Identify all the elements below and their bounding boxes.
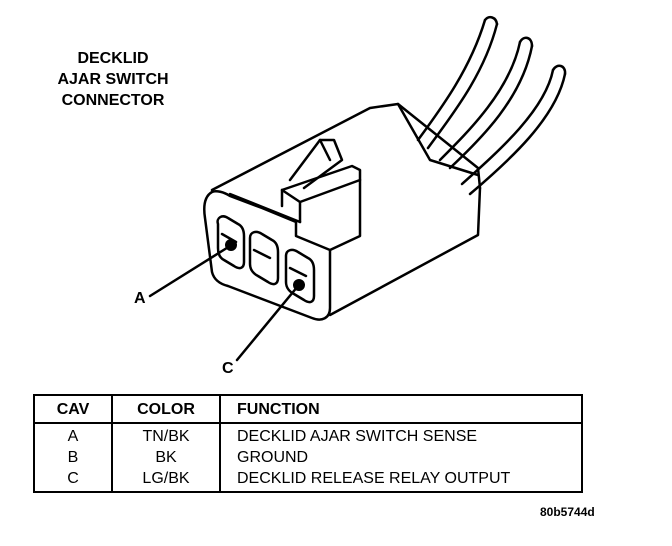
header-function: FUNCTION [219, 394, 583, 424]
wire-2 [438, 36, 534, 170]
header-color: COLOR [111, 394, 221, 424]
connector-body [203, 102, 482, 321]
cell-color: BK [111, 447, 221, 468]
title-line-3: CONNECTOR [61, 92, 165, 109]
cell-color: TN/BK [111, 423, 221, 447]
cell-cav: B [33, 447, 113, 468]
title-line-2: AJAR SWITCH [57, 71, 169, 88]
table-row: B BK GROUND [33, 447, 583, 468]
cell-cav: C [33, 468, 113, 493]
cell-function: GROUND [219, 447, 583, 468]
diagram-title: DECKLID AJAR SWITCH CONNECTOR [28, 48, 198, 111]
table-header-row: CAV COLOR FUNCTION [33, 394, 583, 424]
reference-number: 80b5744d [540, 505, 595, 519]
table-row: C LG/BK DECKLID RELEASE RELAY OUTPUT [33, 468, 583, 493]
cavity-b [248, 230, 280, 286]
cell-cav: A [33, 423, 113, 447]
pin-dot-a [225, 239, 237, 251]
pin-dot-c [293, 279, 305, 291]
callout-label-a: A [134, 290, 146, 307]
pinout-table-container: CAV COLOR FUNCTION A TN/BK DECKLID AJAR … [33, 394, 583, 493]
leader-line-c [235, 284, 300, 362]
cell-function: DECKLID RELEASE RELAY OUTPUT [219, 468, 583, 493]
cavity-c [284, 248, 316, 304]
leader-line-a [148, 244, 232, 298]
table-row: A TN/BK DECKLID AJAR SWITCH SENSE [33, 423, 583, 447]
title-line-1: DECKLID [77, 50, 149, 67]
cell-function: DECKLID AJAR SWITCH SENSE [219, 423, 583, 447]
pinout-table: CAV COLOR FUNCTION A TN/BK DECKLID AJAR … [33, 394, 583, 493]
header-cav: CAV [33, 394, 113, 424]
wire-3 [460, 64, 567, 196]
callout-label-c: C [222, 360, 234, 377]
cell-color: LG/BK [111, 468, 221, 493]
